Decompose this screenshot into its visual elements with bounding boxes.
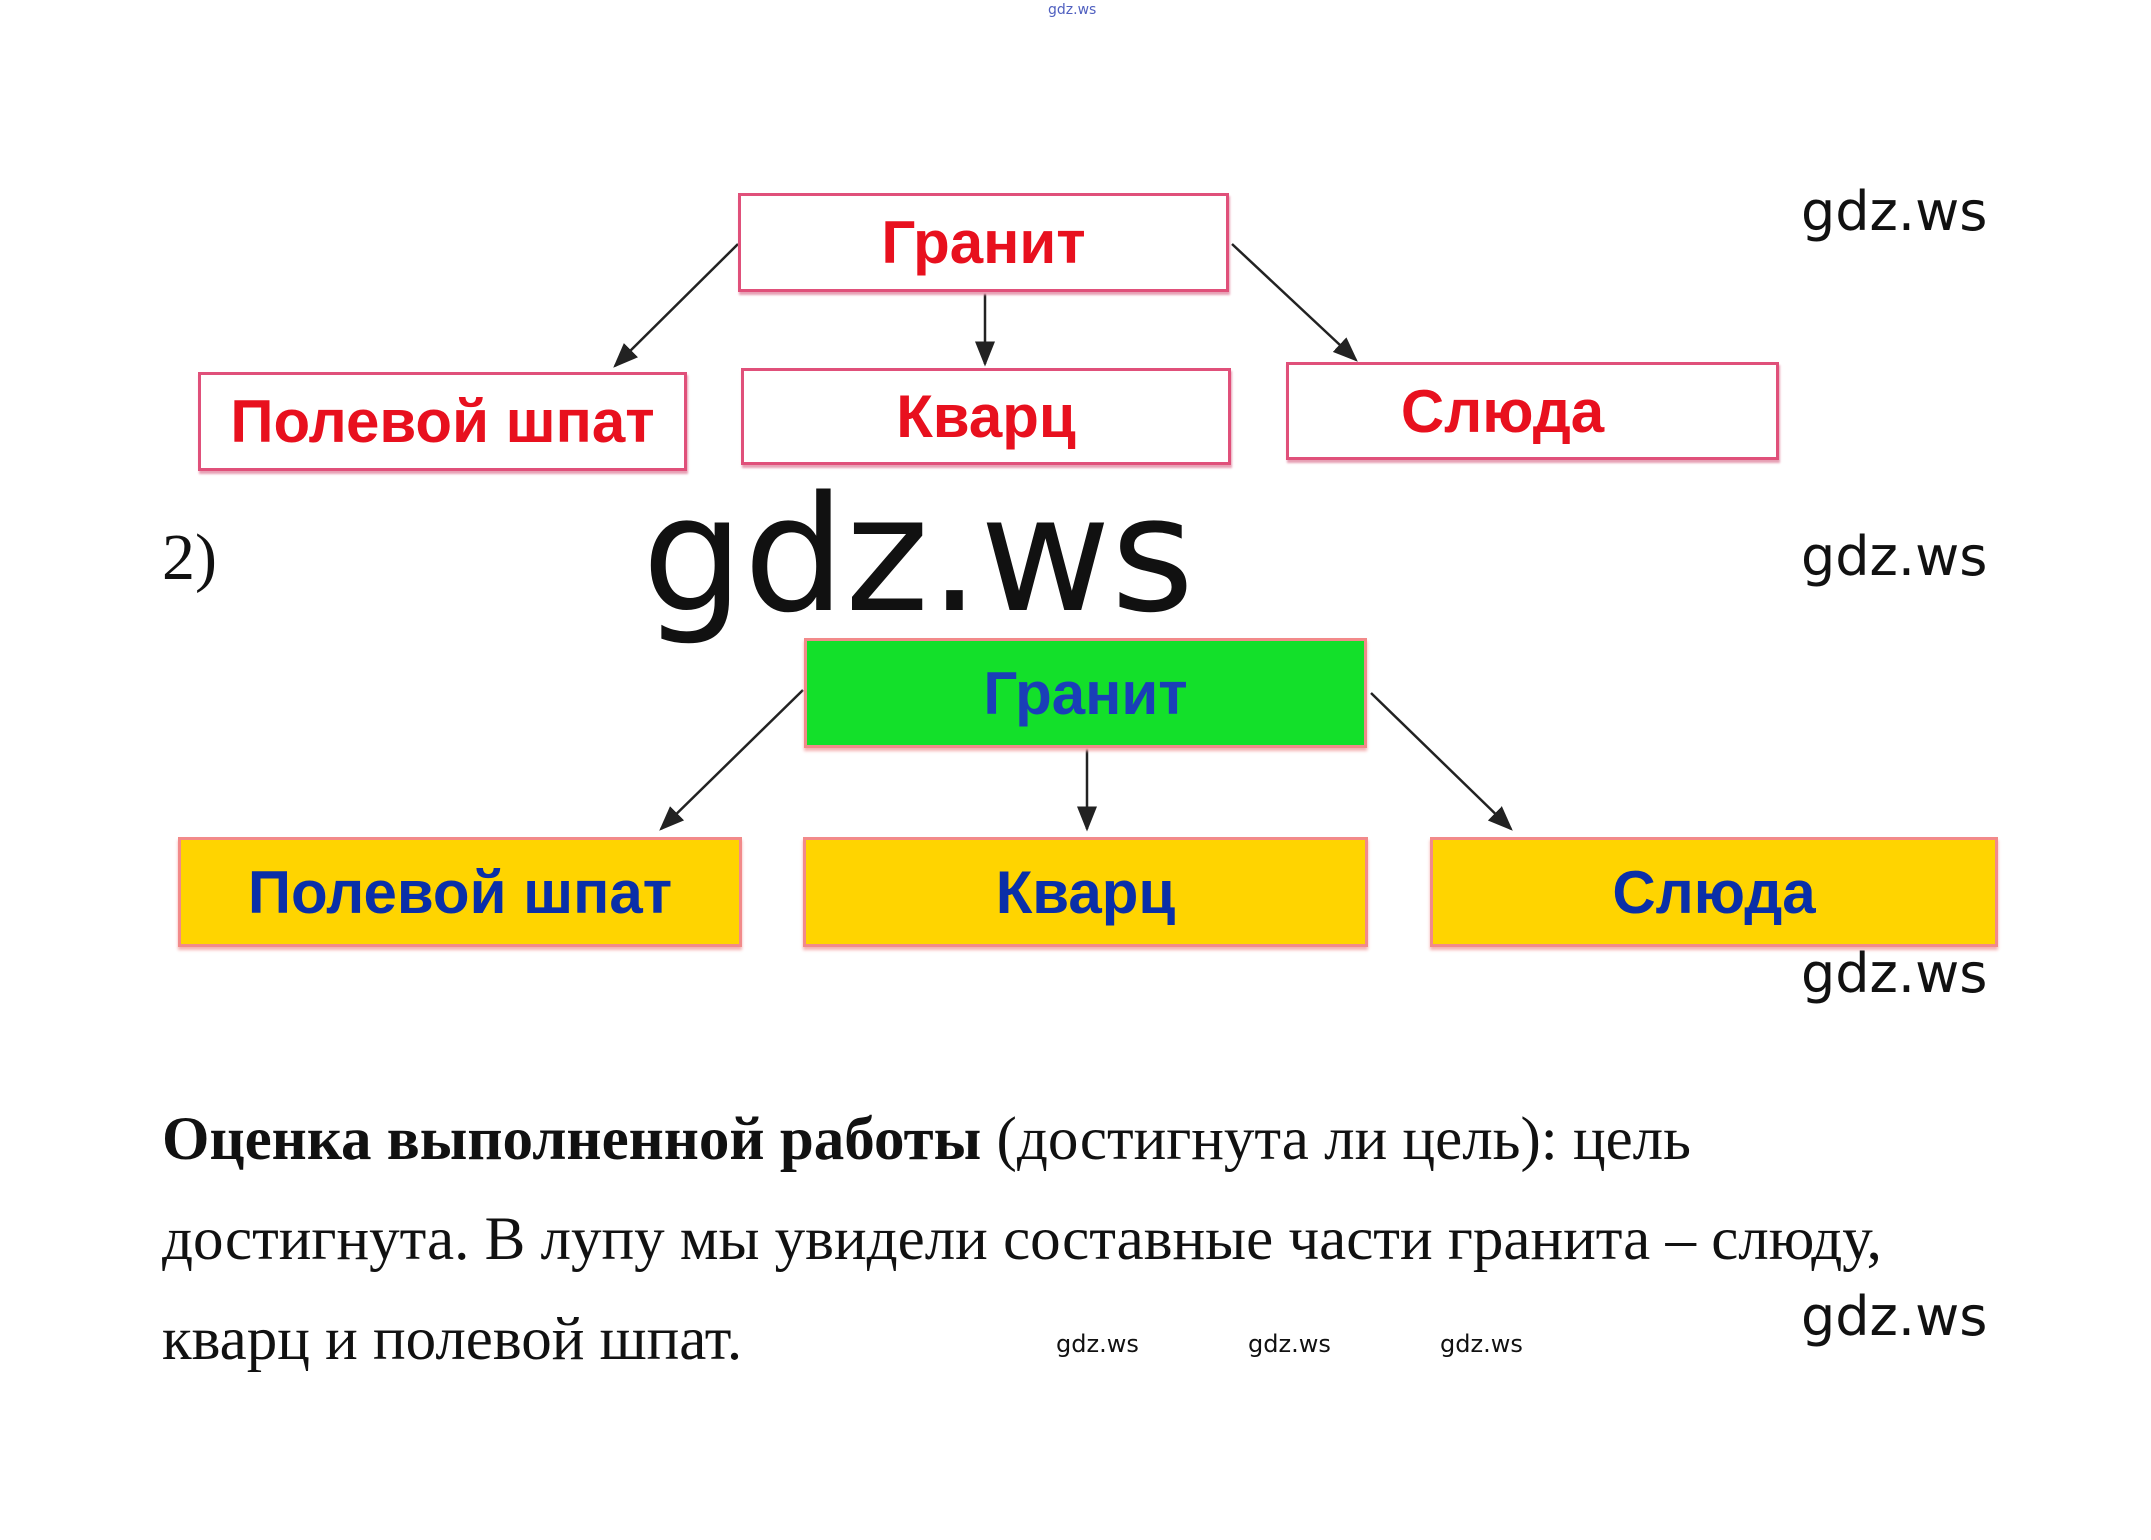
diagram1-root-granite: Гранит xyxy=(738,193,1229,292)
side-watermark: gdz.ws xyxy=(1801,180,1988,243)
side-watermark: gdz.ws xyxy=(1801,942,1988,1005)
arrow xyxy=(613,243,739,368)
item-number: 2) xyxy=(162,521,217,594)
header-watermark: gdz.ws xyxy=(1048,2,1097,18)
diagram2-root-granite: Гранит xyxy=(804,638,1367,748)
inline-watermark: gdz.ws xyxy=(1440,1330,1523,1358)
diagram2-mica: Слюда xyxy=(1430,837,1998,947)
side-watermark: gdz.ws xyxy=(1801,525,1988,588)
side-watermark: gdz.ws xyxy=(1801,1285,1988,1348)
diagram1-mica: Слюда xyxy=(1286,362,1779,460)
inline-watermark: gdz.ws xyxy=(1248,1330,1331,1358)
arrow xyxy=(1370,692,1513,831)
big-watermark: gdz.ws xyxy=(642,461,1195,648)
diagram1-quartz: Кварц xyxy=(741,368,1231,465)
conclusion-paragraph: Оценка выполненной работы (достигнута ли… xyxy=(162,1090,1962,1390)
inline-watermark: gdz.ws xyxy=(1056,1330,1139,1358)
arrow xyxy=(1231,243,1358,362)
conclusion-label: Оценка выполненной работы xyxy=(162,1106,982,1173)
diagram2-feldspar: Полевой шпат xyxy=(178,837,742,947)
arrow xyxy=(659,689,804,831)
conclusion-text: (достигнута ли цель): цель достигнута. В… xyxy=(162,1106,1882,1373)
diagram2-quartz: Кварц xyxy=(803,837,1368,947)
diagram1-feldspar: Полевой шпат xyxy=(198,372,687,471)
